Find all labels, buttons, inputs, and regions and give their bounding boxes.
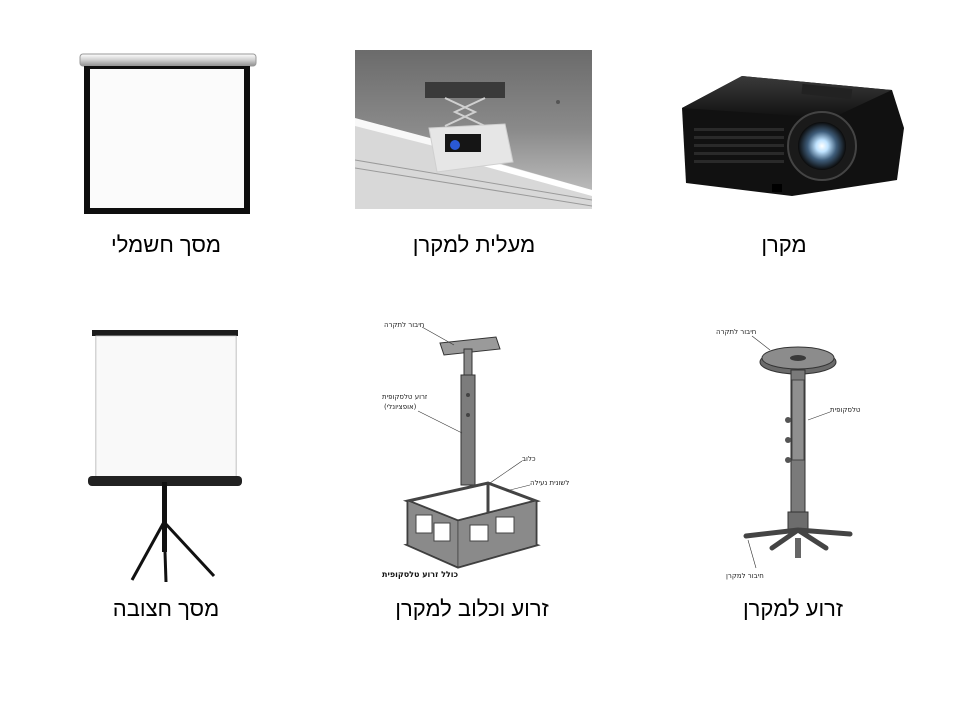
arm-label-ceiling: חיבור לתקרה — [716, 328, 756, 336]
tripod-screen-image — [86, 326, 246, 584]
arm-label-projector: חיבור למקרן — [726, 572, 764, 580]
arm-and-cage-diagram: חיבור לתקרה זרוע טלסקופית (אופציונלי) כל… — [378, 315, 600, 583]
cage-label-ceiling: חיבור לתקרה — [384, 321, 424, 329]
projector-image — [672, 68, 906, 198]
cage-label-includes-arm: כולל זרוע טלסקופית — [382, 570, 459, 579]
caption-tripod-screen: מסך חצובה — [112, 596, 220, 621]
caption-electric-screen: מסך חשמלי — [111, 232, 221, 257]
electric-screen-illustration — [79, 53, 257, 214]
projector-arm-illustration: חיבור לתקרה זרוע טלסקופית חיבור למקרן — [716, 328, 862, 580]
electric-screen-image — [78, 52, 258, 218]
cage-label-optional: (אופציונלי) — [384, 403, 417, 411]
projector-arm-diagram: חיבור לתקרה זרוע טלסקופית חיבור למקרן — [712, 320, 862, 586]
tripod-screen-illustration — [88, 330, 242, 583]
projector-lift-image — [355, 50, 592, 209]
cage-label-telescopic: זרוע טלסקופית — [382, 393, 428, 401]
caption-projector-arm: זרוע למקרן — [742, 596, 844, 621]
arm-and-cage-illustration: חיבור לתקרה זרוע טלסקופית (אופציונלי) כל… — [382, 321, 569, 579]
arm-label-telescopic: זרוע טלסקופית — [830, 406, 862, 414]
caption-projector-lift: מעלית למקרן — [412, 232, 536, 257]
cage-label-locking: לשונית נעילה — [530, 479, 569, 487]
caption-projector: מקרן — [761, 232, 807, 257]
projector-lift-photo — [355, 50, 592, 209]
cage-label-cage: כלוב — [522, 455, 536, 463]
projector-illustration — [682, 76, 904, 196]
caption-arm-and-cage: זרוע וכלוב למקרן — [395, 596, 549, 621]
